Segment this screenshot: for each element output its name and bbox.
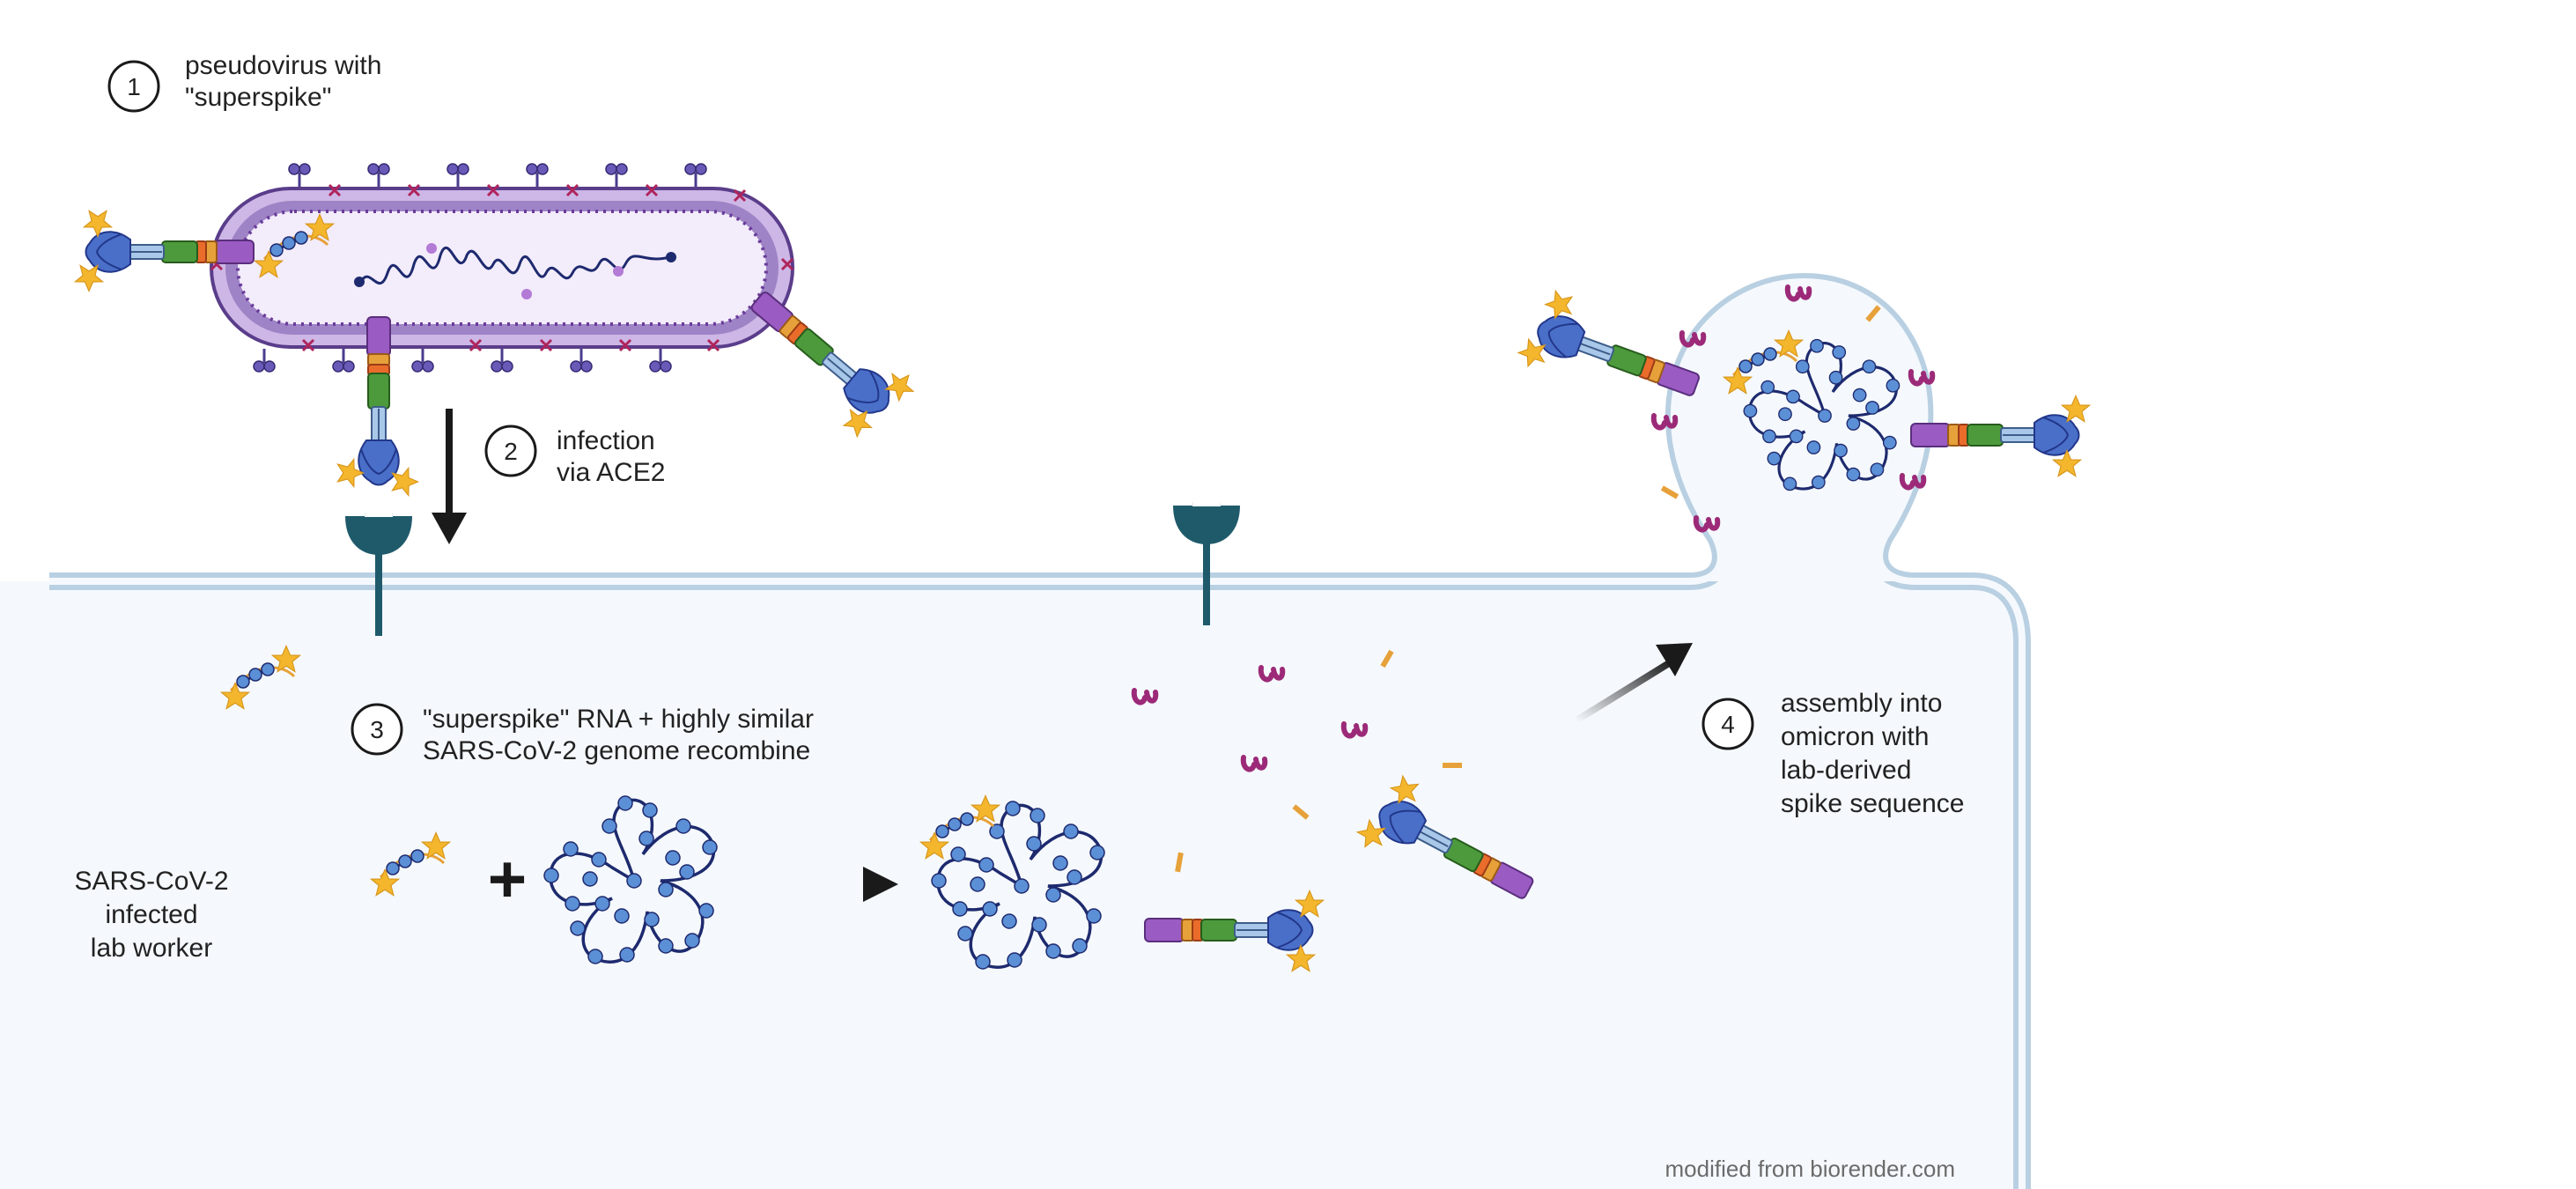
step-4-line-2: omicron with <box>1781 722 1929 751</box>
cell-label: SARS-CoV-2 infected lab worker <box>74 867 228 963</box>
step-2: 2 infection via ACE2 <box>484 425 665 487</box>
step-3: 3 "superspike" RNA + highly similar SARS… <box>351 703 814 765</box>
infection-arrow <box>432 409 467 544</box>
step-2-line-1: infection <box>557 426 655 455</box>
viral-rna-strand <box>354 243 676 299</box>
cell-label-line-2: infected <box>105 900 197 929</box>
step-3-line-1: "superspike" RNA + highly similar <box>423 705 814 734</box>
step-1-line-2: "superspike" <box>185 83 331 112</box>
pseudovirus <box>75 162 919 496</box>
protein-fragments <box>1134 649 1462 873</box>
cell-label-line-1: SARS-CoV-2 <box>74 867 228 896</box>
recombine-arrow <box>757 867 898 902</box>
budding-virion <box>1515 286 2089 530</box>
cell-label-line-3: lab worker <box>91 934 212 963</box>
step-4: 4 assembly into omicron with lab-derived… <box>1701 689 1964 818</box>
step-3-line-2: SARS-CoV-2 genome recombine <box>423 736 810 765</box>
step-4-line-3: lab-derived <box>1781 756 1911 785</box>
step-1-line-1: pseudovirus with <box>185 51 381 80</box>
step-1-number: 1 <box>127 73 141 100</box>
step-3-number: 3 <box>370 716 384 743</box>
assembly-arrow <box>1574 643 1693 724</box>
plus-sign: + <box>488 842 527 917</box>
budding-spike-right <box>1911 395 2090 476</box>
host-cell <box>0 282 2022 1189</box>
step-1: 1 pseudovirus with "superspike" <box>107 51 381 113</box>
step-2-line-2: via ACE2 <box>557 458 665 487</box>
step-2-number: 2 <box>504 438 518 465</box>
credit-text: modified from biorender.com <box>1665 1156 1955 1182</box>
step-4-number: 4 <box>1721 711 1735 738</box>
step-4-line-1: assembly into <box>1781 689 1942 718</box>
step-4-line-4: spike sequence <box>1781 789 1964 818</box>
